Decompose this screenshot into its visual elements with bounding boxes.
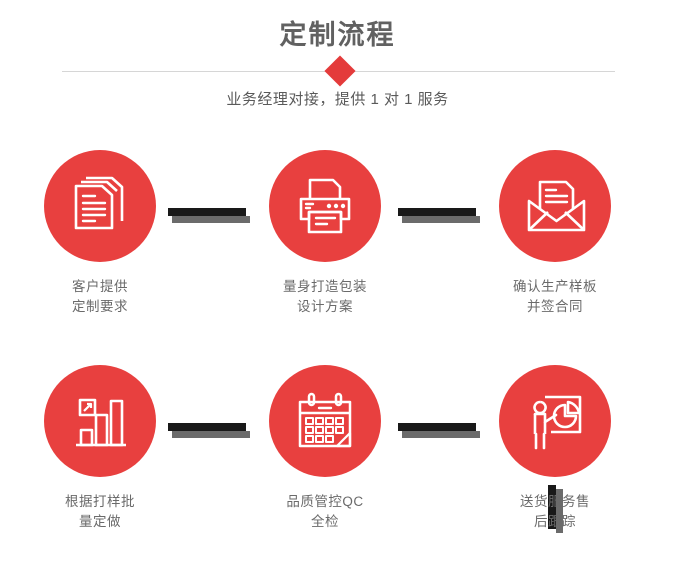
connector-bar (398, 423, 476, 431)
documents-stack-icon (68, 174, 132, 238)
process-step-6[interactable]: 送货服务售 后跟踪 (465, 365, 645, 532)
process-row-bottom: 根据打样批 量定做 (0, 365, 675, 580)
process-row-top: 客户提供 定制要求 (0, 150, 675, 365)
process-step-1[interactable]: 客户提供 定制要求 (10, 150, 190, 317)
process-step-5[interactable]: 品质管控QC 全检 (235, 365, 415, 532)
connector-shadow (402, 216, 480, 223)
process-step-2[interactable]: 量身打造包装 设计方案 (235, 150, 415, 317)
bar-chart-growth-icon (68, 389, 132, 453)
connector-bar (168, 423, 246, 431)
step-6-label: 送货服务售 后跟踪 (520, 494, 590, 529)
presenter-pie-chart-icon (523, 389, 587, 453)
connector-bar (168, 208, 246, 216)
connector-shadow (172, 216, 250, 223)
connector-bar (548, 485, 556, 529)
step-4-icon-circle (44, 365, 156, 477)
step-3-icon-circle (499, 150, 611, 262)
connector-shadow (172, 431, 250, 438)
connector-step4-step5 (168, 423, 250, 439)
printer-icon (293, 174, 357, 238)
connector-step2-step3 (398, 208, 480, 224)
envelope-document-icon (523, 174, 587, 238)
step-3-label: 确认生产样板 并签合同 (513, 279, 597, 314)
connector-step5-step6 (398, 423, 480, 439)
connector-step1-step2 (168, 208, 250, 224)
step-4-label: 根据打样批 量定做 (65, 494, 135, 529)
step-1-icon-circle (44, 150, 156, 262)
connector-shadow (402, 431, 480, 438)
process-step-4[interactable]: 根据打样批 量定做 (10, 365, 190, 532)
step-5-icon-circle (269, 365, 381, 477)
page-subtitle: 业务经理对接，提供 1 对 1 服务 (226, 91, 449, 108)
connector-step3-step6 (548, 485, 564, 533)
process-flow-diagram: 客户提供 定制要求 (0, 150, 675, 580)
step-1-label: 客户提供 定制要求 (72, 279, 128, 314)
step-5-label: 品质管控QC 全检 (286, 494, 364, 529)
process-step-3[interactable]: 确认生产样板 并签合同 (465, 150, 645, 317)
page-title: 定制流程 (279, 20, 396, 50)
step-2-icon-circle (269, 150, 381, 262)
calendar-check-icon (293, 389, 357, 453)
step-2-label: 量身打造包装 设计方案 (283, 279, 367, 314)
connector-shadow (556, 489, 563, 533)
diamond-ornament-icon (324, 55, 356, 87)
connector-bar (398, 208, 476, 216)
step-6-icon-circle (499, 365, 611, 477)
